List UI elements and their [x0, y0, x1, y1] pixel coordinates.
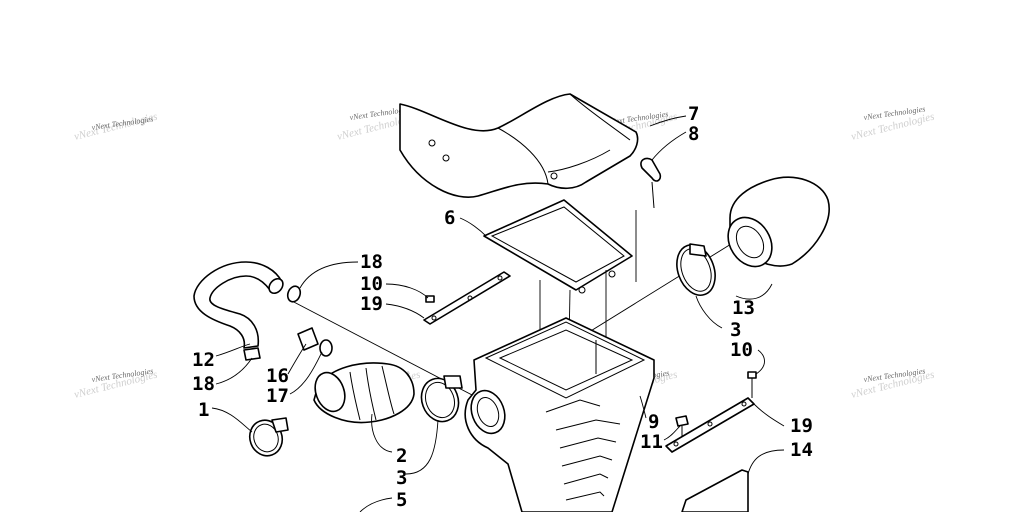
lower-mounting-strap	[665, 371, 757, 453]
airbox-gasket-frame	[483, 199, 633, 294]
callout-18: 18	[360, 251, 383, 273]
callout-7: 7	[688, 103, 699, 125]
callout-10: 10	[730, 339, 753, 361]
callout-5: 5	[396, 489, 407, 511]
leader-lines	[211, 115, 785, 512]
callout-2: 2	[396, 445, 407, 467]
fittings	[297, 327, 333, 357]
air-filter-element	[727, 176, 830, 268]
upper-mounting-strap	[423, 271, 511, 325]
filter-clamp-ring	[676, 243, 716, 296]
callout-11: 11	[640, 431, 663, 453]
callout-19: 19	[360, 293, 383, 315]
callout-17: 17	[266, 385, 289, 407]
callout-labels: 7 8 6 18 10 19 13 3 10 12 18 16 17 1 9 1…	[192, 103, 813, 511]
callout-9: 9	[648, 411, 659, 433]
spring-clip	[640, 157, 662, 209]
airbox-housing	[464, 317, 655, 512]
callout-12: 12	[192, 349, 215, 371]
hose-clamp-upper	[286, 285, 302, 303]
callout-1: 1	[198, 399, 209, 421]
callout-14: 14	[790, 439, 813, 461]
callout-3: 3	[396, 467, 407, 489]
callout-19: 19	[790, 415, 813, 437]
intake-boot	[313, 362, 415, 424]
callout-8: 8	[688, 123, 699, 145]
callout-16: 16	[266, 365, 289, 387]
callout-13: 13	[732, 297, 755, 319]
callout-10: 10	[360, 273, 383, 295]
intake-clamp	[248, 417, 289, 457]
boot-clamp-ring	[420, 375, 463, 423]
callout-6: 6	[444, 207, 455, 229]
callout-3: 3	[730, 319, 741, 341]
mounting-plate	[681, 469, 749, 512]
callout-18: 18	[192, 373, 215, 395]
airbox-cover-duct	[399, 93, 639, 198]
breather-hose	[193, 261, 284, 361]
